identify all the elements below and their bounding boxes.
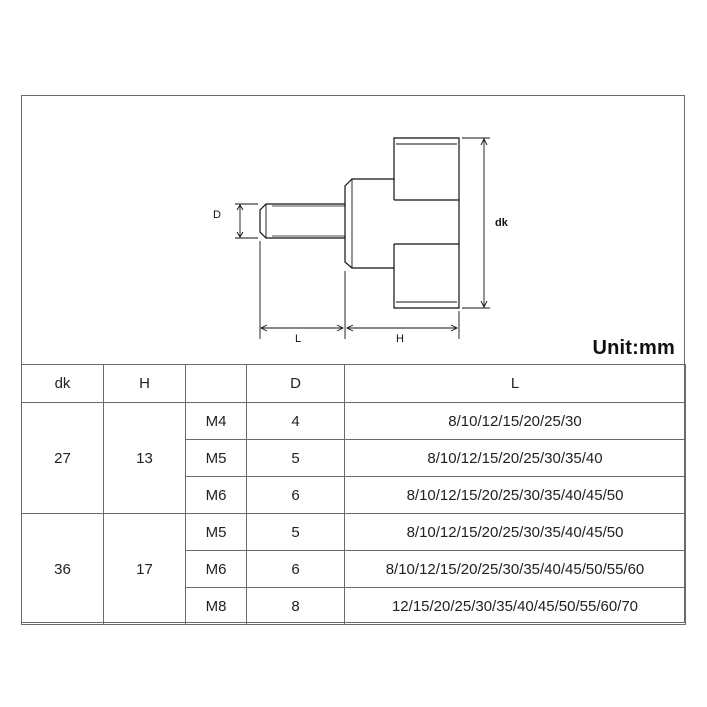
cell-l: 8/10/12/15/20/25/30/35/40/45/50 bbox=[344, 513, 686, 551]
cell-l: 8/10/12/15/20/25/30/35/40 bbox=[344, 439, 686, 477]
table-row: 36 17 M5 5 8/10/12/15/20/25/30/35/40/45/… bbox=[21, 513, 686, 625]
cell-l: 8/10/12/15/20/25/30/35/40/45/50/55/60 bbox=[344, 550, 686, 588]
header-l: L bbox=[344, 364, 686, 403]
cell-d: 5 bbox=[246, 439, 345, 477]
specification-table: dk H D L 27 13 M4 4 8/10/12/15/20/25/30 … bbox=[21, 364, 686, 625]
table-row: M6 6 8/10/12/15/20/25/30/35/40/45/50/55/… bbox=[22, 550, 686, 588]
table-row: M8 8 12/15/20/25/30/35/40/45/50/55/60/70 bbox=[22, 587, 686, 625]
cell-d: 5 bbox=[246, 513, 345, 551]
knob-head-outline bbox=[344, 137, 460, 309]
cell-l: 8/10/12/15/20/25/30/35/40/45/50 bbox=[344, 476, 686, 514]
cell-thread: M4 bbox=[185, 402, 247, 440]
technical-drawing: D dk L H Unit:mm bbox=[22, 96, 684, 364]
cell-thread: M6 bbox=[185, 550, 247, 588]
cell-d: 6 bbox=[246, 476, 345, 514]
table-header-row: dk H D L bbox=[21, 364, 686, 403]
cell-l: 8/10/12/15/20/25/30 bbox=[344, 402, 686, 440]
dim-label-h: H bbox=[396, 333, 404, 345]
cell-h: 17 bbox=[103, 513, 186, 625]
dim-label-d: D bbox=[213, 209, 221, 221]
cell-thread: M5 bbox=[185, 439, 247, 477]
header-d: D bbox=[246, 364, 345, 403]
header-h: H bbox=[103, 364, 186, 403]
spec-sheet: D dk L H Unit:mm dk H D L 27 13 M4 4 8/1… bbox=[21, 95, 686, 625]
cell-dk: 36 bbox=[21, 513, 104, 625]
cell-h: 13 bbox=[103, 402, 186, 514]
unit-label: Unit:mm bbox=[592, 337, 675, 359]
dim-label-dk: dk bbox=[495, 217, 508, 229]
cell-thread: M8 bbox=[185, 587, 247, 625]
table-row: M5 5 8/10/12/15/20/25/30/35/40 bbox=[22, 439, 686, 477]
table-row: M6 6 8/10/12/15/20/25/30/35/40/45/50 bbox=[22, 476, 686, 514]
cell-d: 6 bbox=[246, 550, 345, 588]
cell-dk: 27 bbox=[21, 402, 104, 514]
header-thread bbox=[185, 364, 247, 403]
threaded-shaft bbox=[259, 203, 345, 239]
header-dk: dk bbox=[21, 364, 104, 403]
cell-d: 4 bbox=[246, 402, 345, 440]
dim-label-l: L bbox=[295, 333, 302, 345]
cell-d: 8 bbox=[246, 587, 345, 625]
table-row: 27 13 M4 4 8/10/12/15/20/25/30 bbox=[21, 402, 686, 514]
cell-l: 12/15/20/25/30/35/40/45/50/55/60/70 bbox=[344, 587, 686, 625]
knob-screw-diagram bbox=[235, 137, 490, 339]
cell-thread: M5 bbox=[185, 513, 247, 551]
cell-thread: M6 bbox=[185, 476, 247, 514]
